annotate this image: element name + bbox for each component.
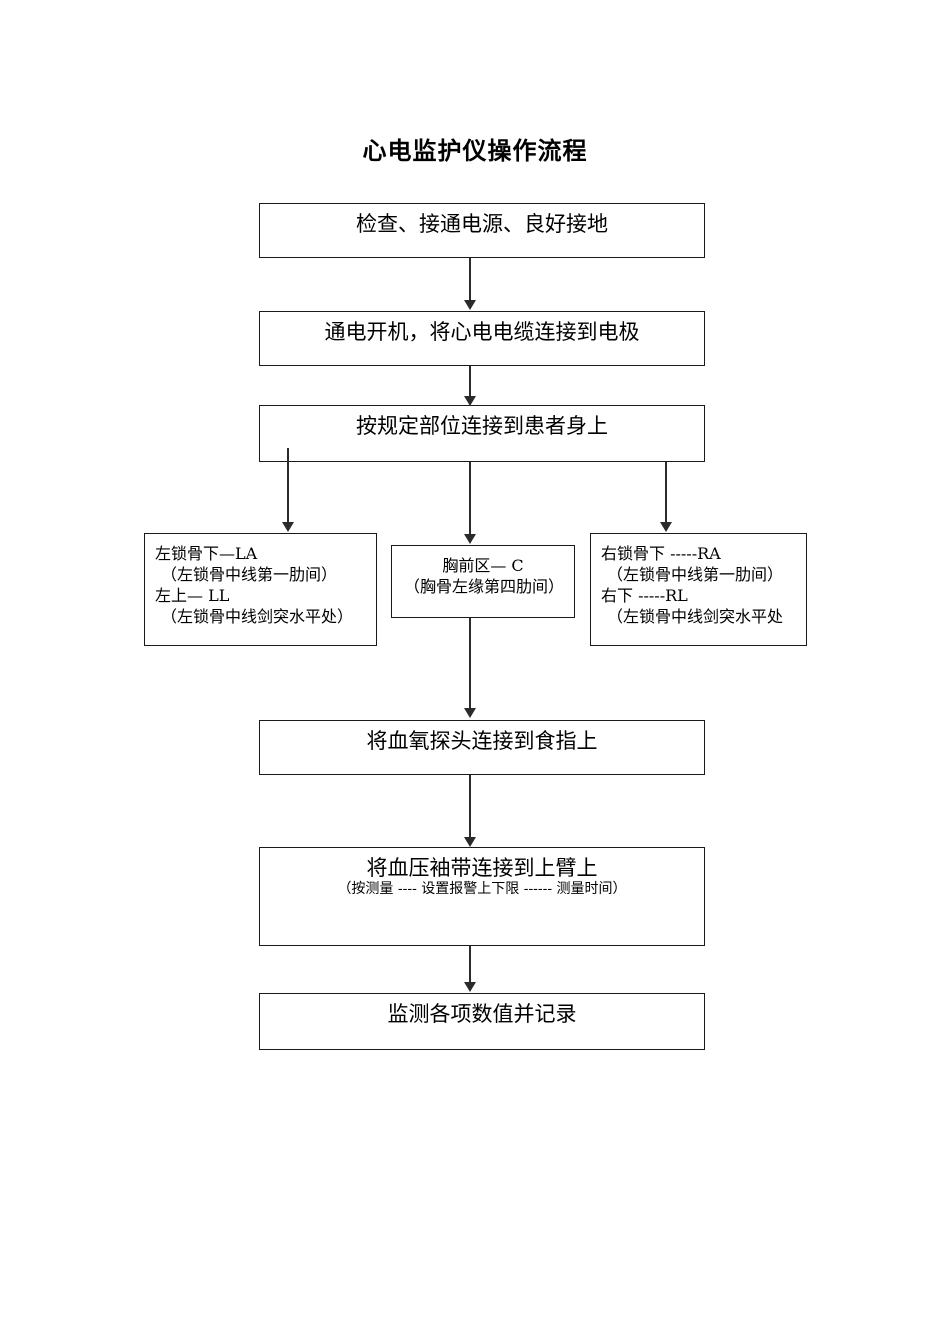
connector-step3-to-branch-middle	[469, 462, 471, 536]
connector-step3-to-branch-right	[665, 462, 667, 524]
arrowhead-step6	[464, 837, 476, 847]
connector-step2-to-step3	[469, 366, 471, 398]
flow-box-step-6-sublabel: （按测量 ---- 设置报警上下限 ------ 测量时间）	[337, 881, 627, 898]
flow-box-step-7-label: 监测各项数值并记录	[387, 1002, 577, 1026]
branch-middle-line-1: 胸前区— C	[442, 556, 524, 575]
connector-step1-to-step2	[469, 258, 471, 302]
arrowhead-branch-middle	[464, 534, 476, 544]
flow-box-step-5: 将血氧探头连接到食指上	[259, 720, 705, 775]
flow-box-branch-middle: 胸前区— C （胸骨左缘第四肋间）	[391, 545, 575, 618]
branch-middle-line-2: （胸骨左缘第四肋间）	[404, 577, 565, 597]
flow-box-step-2: 通电开机，将心电电缆连接到电极	[259, 311, 705, 366]
branch-left-line-1: 左锁骨下—LA	[155, 544, 258, 563]
arrowhead-step3	[464, 396, 476, 406]
arrowhead-branch-left	[282, 522, 294, 532]
flow-box-step-7: 监测各项数值并记录	[259, 993, 705, 1050]
connector-step6-to-step7	[469, 946, 471, 983]
flow-box-step-2-label: 通电开机，将心电电缆连接到电极	[324, 320, 640, 344]
connector-branch-middle-to-step5	[469, 618, 471, 710]
branch-left-line-3: 左上— LL	[155, 586, 230, 606]
branch-right-line-1: 右锁骨下 -----RA	[601, 544, 721, 563]
branch-left-line-2: （左锁骨中线第一肋间）	[161, 565, 338, 585]
branch-right-line-4: （左锁骨中线剑突水平处	[607, 607, 784, 627]
flow-box-step-3: 按规定部位连接到患者身上	[259, 405, 705, 462]
connector-step5-to-step6	[469, 775, 471, 837]
arrowhead-step7	[464, 982, 476, 992]
page-title: 心电监护仪操作流程	[362, 137, 588, 165]
flow-box-branch-right: 右锁骨下 -----RA （左锁骨中线第一肋间） 右下 -----RL （左锁骨…	[590, 533, 807, 646]
flow-box-step-3-label: 按规定部位连接到患者身上	[356, 414, 608, 438]
arrowhead-step2	[464, 300, 476, 310]
flow-box-step-6: 将血压袖带连接到上臂上 （按测量 ---- 设置报警上下限 ------ 测量时…	[259, 847, 705, 946]
branch-left-line-4: （左锁骨中线剑突水平处）	[161, 607, 354, 627]
flow-box-step-1: 检查、接通电源、良好接地	[259, 203, 705, 258]
flow-box-branch-left: 左锁骨下—LA （左锁骨中线第一肋间） 左上— LL （左锁骨中线剑突水平处）	[144, 533, 377, 646]
arrowhead-step5	[464, 708, 476, 718]
flow-box-step-5-label: 将血氧探头连接到食指上	[366, 729, 598, 753]
flow-box-step-6-label: 将血压袖带连接到上臂上	[366, 856, 598, 880]
arrowhead-branch-right	[660, 522, 672, 532]
connector-step3-to-branch-left	[287, 448, 289, 524]
branch-right-line-3: 右下 -----RL	[601, 586, 688, 606]
branch-right-line-2: （左锁骨中线第一肋间）	[607, 565, 784, 585]
flow-box-step-1-label: 检查、接通电源、良好接地	[356, 212, 608, 236]
